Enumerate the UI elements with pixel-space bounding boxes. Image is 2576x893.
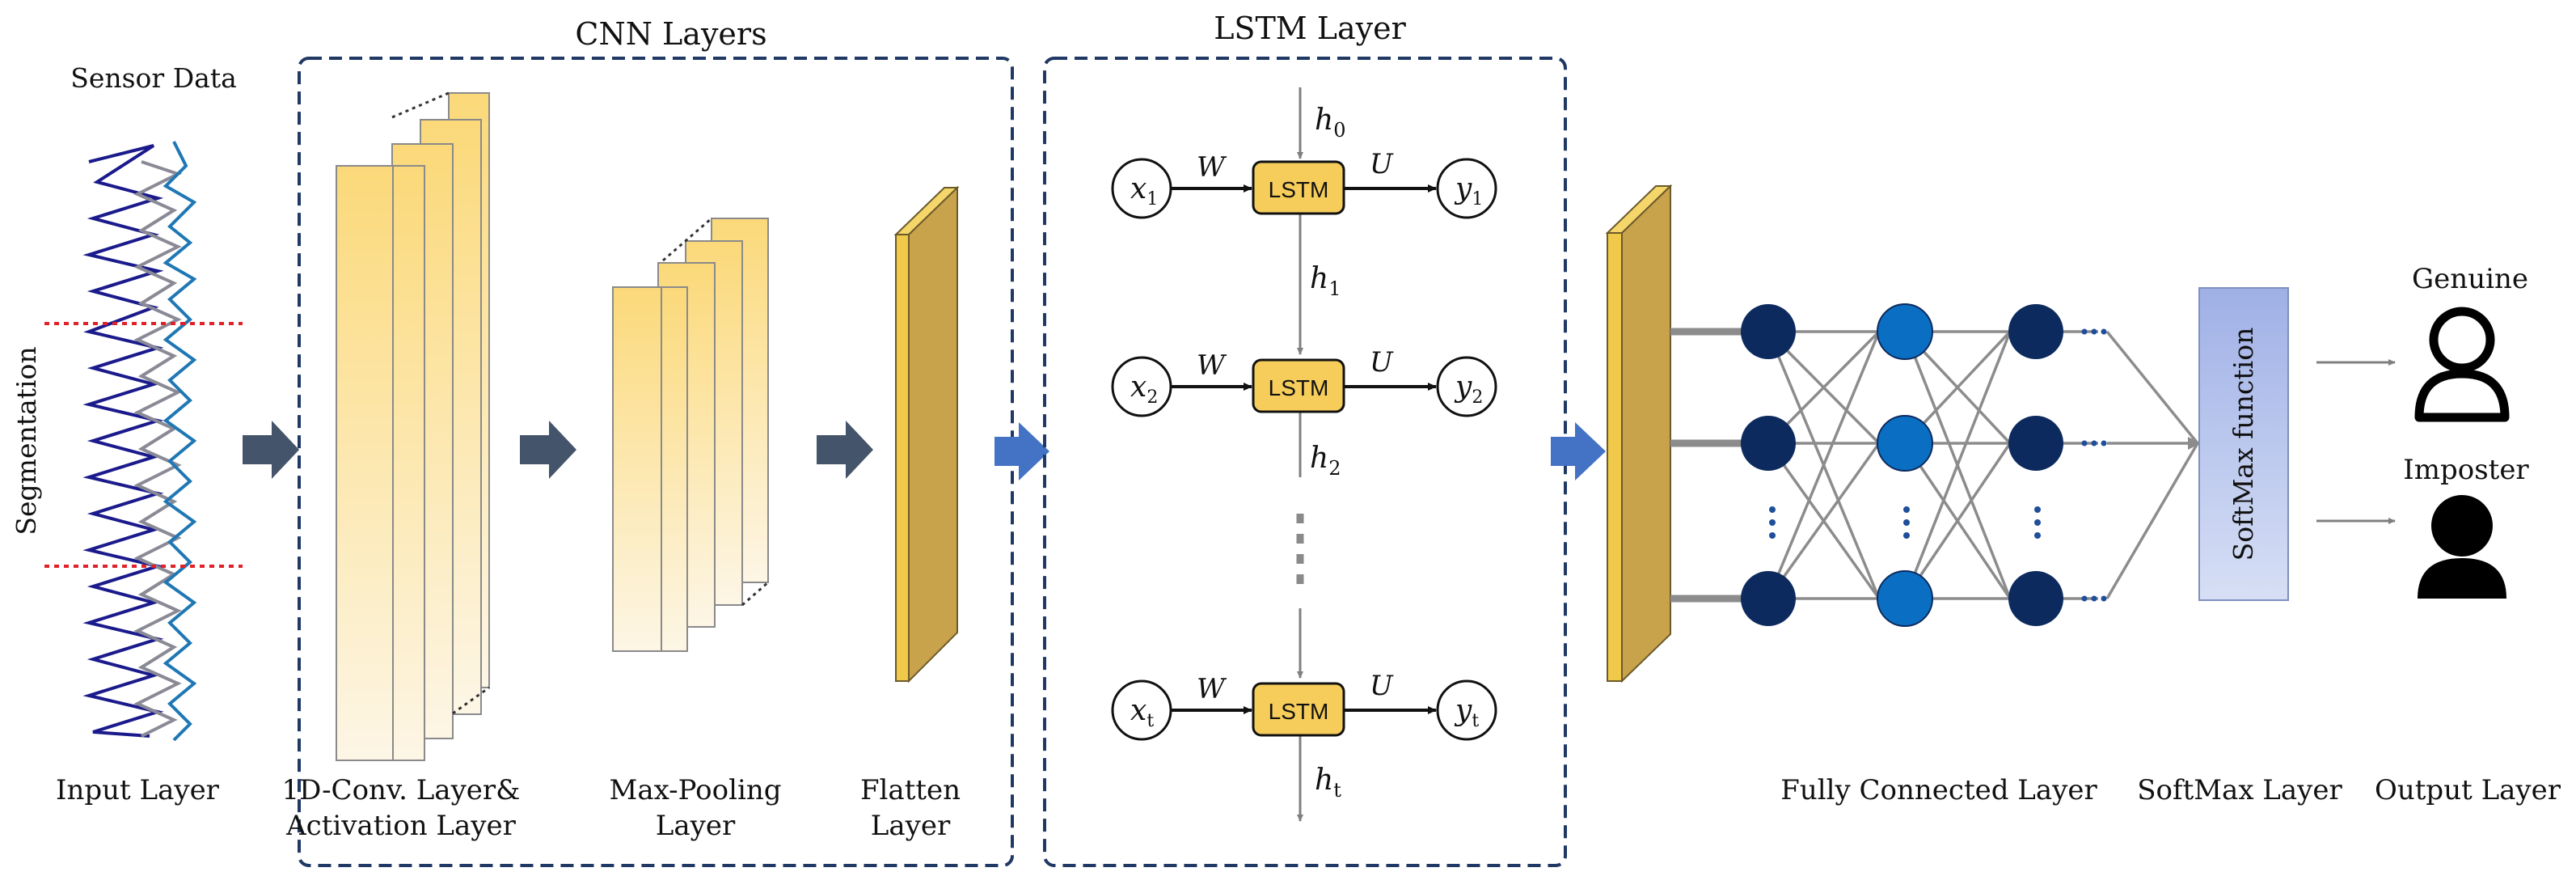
lstm-row-t: xt W LSTM U yt (1111, 670, 1497, 741)
fc-node-l1-2 (1741, 416, 1796, 471)
x1-label: x1 (1130, 172, 1158, 209)
lstm-layer-group: LSTM Layer h0 h1 h2 ht x1 W LSTM U y1 x2 (1043, 11, 1567, 867)
lstm-row-2: x2 W LSTM U y2 (1111, 346, 1497, 417)
pool-label-line2: Layer (656, 810, 736, 842)
arrow-input-to-cnn (243, 421, 299, 479)
arrow-pool-to-flatten (817, 421, 873, 479)
imposter-label: Imposter (2403, 454, 2529, 486)
fc-node-l3-3 (2008, 571, 2063, 626)
cnn-layers-group: CNN Layers 1D-Conv. Layer& Activation La… (282, 16, 1014, 867)
xt-label: xt (1130, 694, 1154, 731)
y1-label: y1 (1454, 172, 1483, 209)
h0-label: h0 (1315, 104, 1345, 142)
fully-connected-group: Fully Connected Layer (1670, 303, 2201, 806)
yt-node (1436, 679, 1497, 741)
fc-to-softmax-arrowhead (2188, 437, 2201, 450)
fc-vertical-ellipsis (1769, 506, 2041, 539)
input-layer-label: Input Layer (56, 774, 220, 806)
conv-depth-edge-top (391, 91, 450, 119)
h2-label: h2 (1310, 442, 1341, 480)
lstm-cell-2-label: LSTM (1269, 375, 1329, 400)
fc-layer-label: Fully Connected Layer (1780, 774, 2097, 806)
flatten-layer-shape (893, 185, 960, 684)
genuine-user-icon (2414, 307, 2510, 422)
output-group: Genuine Imposter Output Layer (2375, 263, 2561, 806)
softmax-box (2198, 287, 2289, 601)
lstm-cell-1-label: LSTM (1269, 177, 1329, 202)
ht-label: ht (1315, 764, 1341, 802)
fc-node-l2-2 (1877, 415, 1933, 472)
dense-slab-front (1607, 232, 1623, 682)
y2-label: y2 (1454, 370, 1483, 408)
softmax-function-label: SoftMax function (2228, 328, 2259, 561)
arrow-lstm-to-dense (1551, 422, 1606, 480)
pooling-layer-stack (612, 217, 769, 652)
flatten-label-line2: Layer (871, 810, 951, 842)
pool-depth-edge-bottom (741, 581, 769, 607)
h1-label: h1 (1310, 262, 1341, 300)
lstm-cell-t-label: LSTM (1269, 699, 1329, 724)
fc-node-l1-1 (1741, 304, 1796, 359)
signal-trace-2 (133, 160, 183, 738)
fc-connections-3 (2036, 330, 2199, 600)
fc-node-l2-1 (1877, 303, 1933, 360)
imposter-user-icon (2418, 495, 2506, 599)
dense-slab-side (1621, 184, 1671, 684)
y2-node (1436, 356, 1497, 417)
yt-label: yt (1454, 694, 1479, 731)
conv-label-line2: Activation Layer (285, 810, 517, 842)
fc-node-l2-3 (1877, 570, 1933, 627)
w-label-t: W (1197, 673, 1227, 705)
cnn-title: CNN Layers (575, 16, 766, 52)
lstm-title: LSTM Layer (1214, 11, 1406, 46)
pool-label-line1: Max-Pooling (610, 774, 782, 806)
signal-trace-3 (163, 141, 197, 742)
output-layer-label: Output Layer (2375, 774, 2561, 806)
fc-node-l1-3 (1741, 571, 1796, 626)
fc-node-l3-2 (2008, 416, 2063, 471)
u-label-1: U (1370, 148, 1394, 180)
segmentation-label: Segmentation (11, 346, 42, 535)
lstm-row-1: x1 W LSTM U y1 (1111, 148, 1497, 219)
flatten-front-face (895, 234, 910, 682)
conv-feature-map-front (336, 165, 394, 761)
flatten-side-face (908, 185, 958, 684)
input-layer-group: Sensor Data Segmentation Input Layer (11, 62, 243, 806)
fc-node-l3-1 (2008, 304, 2063, 359)
arrow-cnn-to-lstm (995, 422, 1049, 480)
pool-depth-edge-top (662, 217, 712, 262)
fc-horizontal-ellipsis (2081, 328, 2107, 602)
arrow-conv-to-pool (520, 421, 576, 479)
conv-layer-stack (336, 91, 490, 761)
u-label-t: U (1370, 670, 1394, 702)
dense-input-slab (1605, 184, 1673, 684)
softmax-group: SoftMax function SoftMax Layer (2137, 287, 2396, 806)
sensor-data-label: Sensor Data (70, 62, 237, 94)
conv-depth-edge-bottom (452, 686, 490, 715)
conv-label-line1: 1D-Conv. Layer& (282, 774, 521, 806)
fc-connections-2 (1903, 330, 2012, 600)
sensor-signal-traces (82, 141, 197, 742)
y1-node (1436, 158, 1497, 219)
softmax-layer-label: SoftMax Layer (2137, 774, 2342, 806)
x2-label: x2 (1130, 370, 1158, 408)
w-label-1: W (1197, 151, 1227, 184)
signal-trace-1 (82, 144, 164, 738)
u-label-2: U (1370, 346, 1394, 379)
w-label-2: W (1197, 349, 1227, 382)
genuine-label: Genuine (2412, 263, 2528, 295)
pool-feature-map-front (612, 286, 662, 652)
flatten-label-line1: Flatten (860, 774, 961, 806)
fc-connections-1 (1767, 330, 1881, 600)
